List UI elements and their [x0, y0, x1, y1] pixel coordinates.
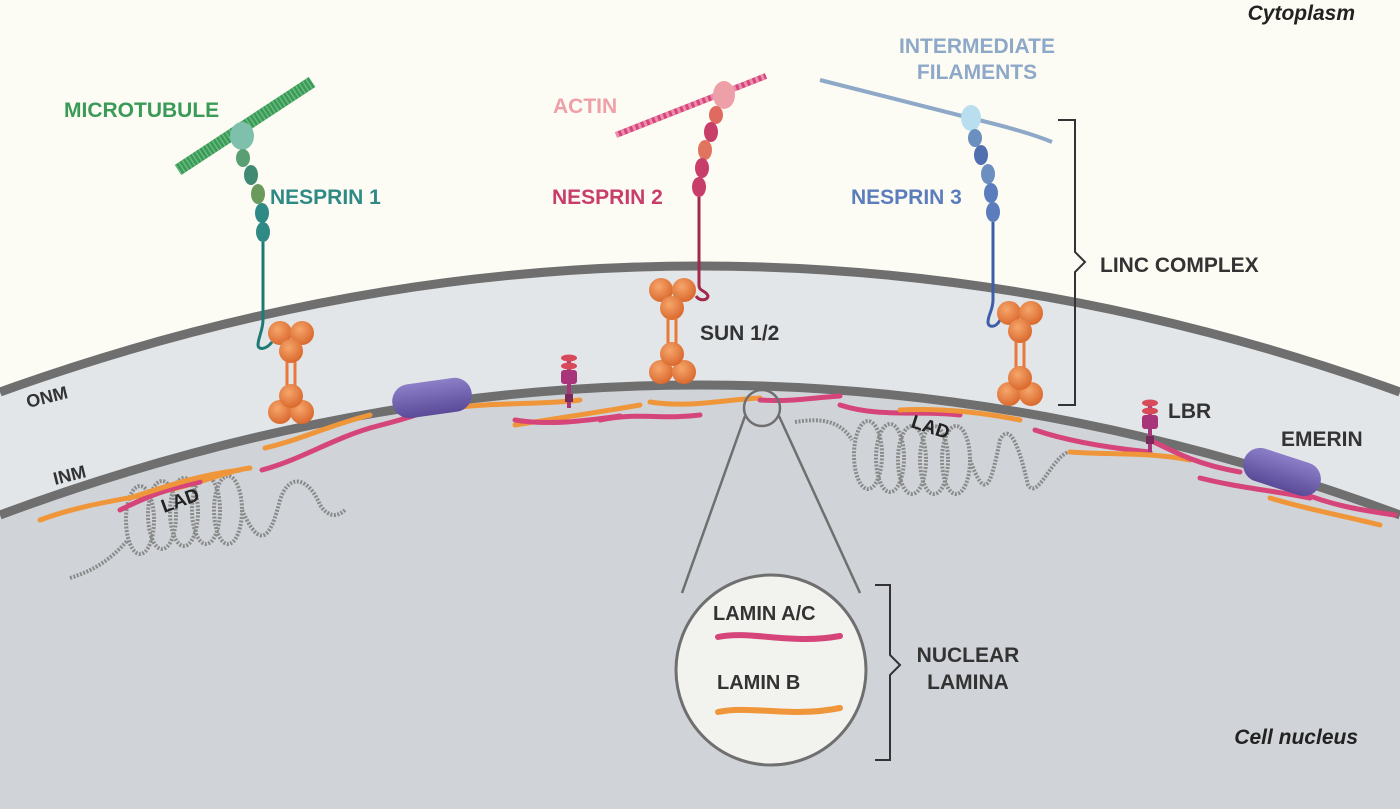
actin-label: ACTIN [553, 95, 617, 118]
actin-filament [614, 73, 768, 138]
nesprin1-protein [230, 122, 274, 350]
lamin-b-label: LAMIN B [717, 672, 800, 694]
linc-complex-label: LINC COMPLEX [1100, 254, 1259, 277]
intermediate-filaments-label-line2: FILAMENTS [917, 61, 1037, 84]
sun-label: SUN 1/2 [700, 322, 779, 345]
intermediate-filaments-label-line1: INTERMEDIATE [899, 35, 1055, 58]
inner-nuclear-membrane [0, 380, 1400, 520]
lamin-ac-label: LAMIN A/C [713, 603, 816, 625]
lbr-protein-left [561, 354, 577, 408]
nesprin3-label: NESPRIN 3 [851, 186, 962, 209]
microtubule-label: MICROTUBULE [64, 99, 219, 122]
sun-protein-middle [649, 278, 696, 384]
emerin-label: EMERIN [1281, 428, 1363, 451]
lamin-b-swatch [715, 705, 843, 715]
sun-protein-left [268, 321, 314, 424]
chromatin-lad-left [69, 474, 347, 580]
nuclear-lamina-label-line2: LAMINA [927, 671, 1009, 694]
nesprin2-protein [692, 81, 735, 302]
nesprin3-protein [961, 105, 1002, 328]
nucleoplasm-region [0, 385, 1400, 809]
emerin-protein-right [1243, 447, 1321, 497]
cytoplasm-label: Cytoplasm [1248, 2, 1355, 25]
emerin-protein-left [392, 377, 472, 419]
nesprin2-label: NESPRIN 2 [552, 186, 663, 209]
linc-complex-bracket [1058, 119, 1087, 406]
lamina-legend-circle [674, 573, 868, 767]
sun-protein-right [997, 301, 1043, 406]
chromatin-lad-right [794, 418, 1070, 496]
nuclear-lamina-label-line1: NUCLEAR [917, 644, 1020, 667]
lamin-ac-swatch [715, 632, 843, 642]
lbr-label: LBR [1168, 400, 1211, 423]
nuclear-lamina-bracket [875, 584, 902, 761]
cell-nucleus-label: Cell nucleus [1234, 726, 1358, 749]
lbr-protein-right [1142, 399, 1158, 452]
zoom-indicator [674, 388, 868, 767]
nesprin1-label: NESPRIN 1 [270, 186, 381, 209]
